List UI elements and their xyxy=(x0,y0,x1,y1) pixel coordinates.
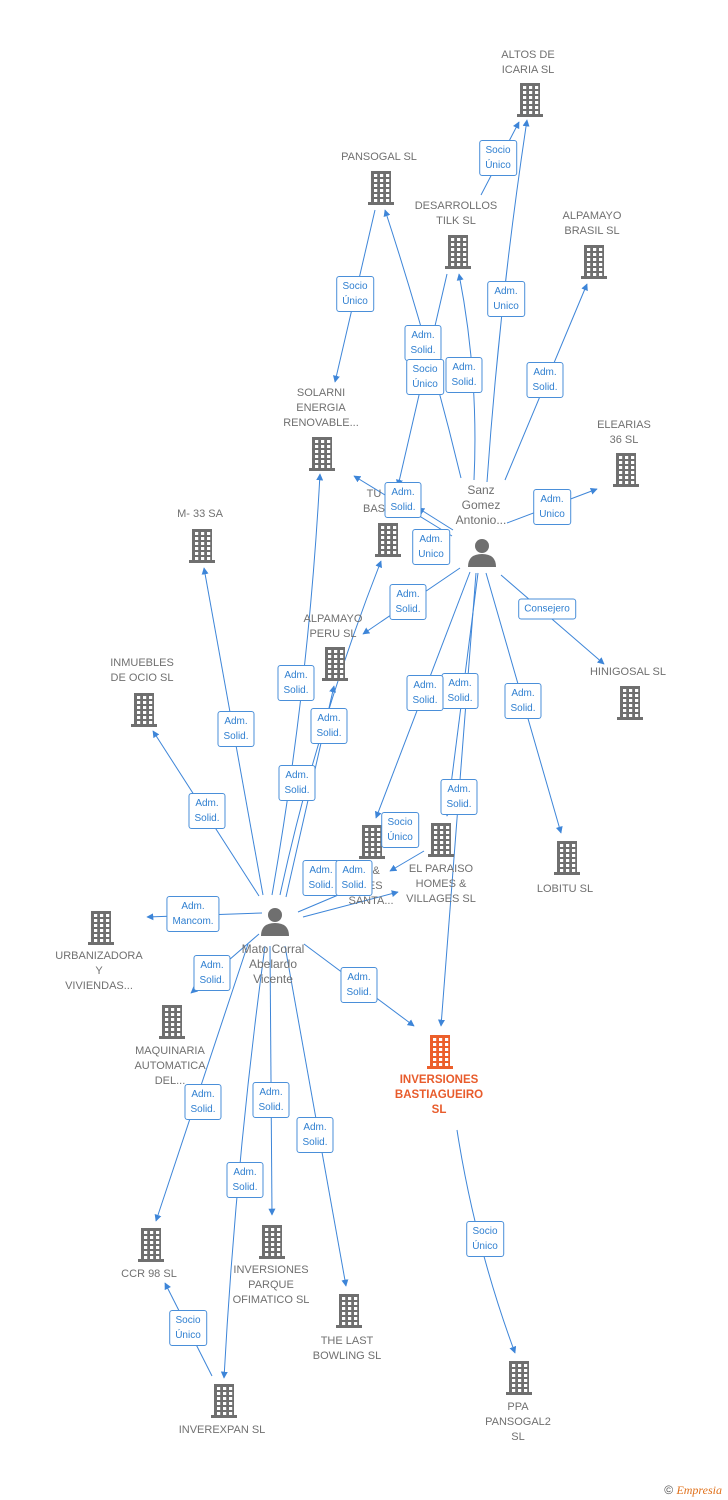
edge-label-mato-to-inmuebles[interactable]: Adm. Solid. xyxy=(188,793,226,829)
edge-label-mato-to-homes_villages_santa[interactable]: Adm. Solid. xyxy=(302,860,340,896)
node-label-elearias[interactable]: ELEARIAS 36 SL xyxy=(597,419,651,446)
edge-label-desarrollos-to-altos[interactable]: Socio Único xyxy=(479,140,517,176)
node-label-inmuebles[interactable]: INMUEBLES DE OCIO SL xyxy=(110,657,174,684)
node-label-ppa[interactable]: PPA PANSOGAL2 SL xyxy=(485,1401,551,1443)
edge-label-sanz-to-hinigosal[interactable]: Consejero xyxy=(518,598,576,620)
edge-sanz-to-hinigosal xyxy=(500,574,605,665)
building-icon-inmuebles[interactable] xyxy=(131,693,157,727)
building-icon-inverexpan[interactable] xyxy=(211,1384,237,1418)
node-label-el_paraiso[interactable]: EL PARAISO HOMES & VILLAGES SL xyxy=(406,863,476,905)
copyright-symbol: © xyxy=(664,1483,674,1497)
edge-label-sanz-to-homes_villages_santa[interactable]: Adm. Solid. xyxy=(406,675,444,711)
nodes-layer xyxy=(88,83,643,1418)
node-label-altos[interactable]: ALTOS DE ICARIA SL xyxy=(501,49,555,76)
edge-label-mato-to-last_bowling[interactable]: Adm. Solid. xyxy=(296,1117,334,1153)
node-label-tu_bas[interactable]: TU BAS xyxy=(362,488,386,515)
node-label-inv_parque[interactable]: INVERSIONES PARQUE OFIMATICO SL xyxy=(232,1264,310,1306)
edge-label-mato-to-inversiones_bast[interactable]: Adm. Solid. xyxy=(340,967,378,1003)
edge-label-mato-to-inv_parque[interactable]: Adm. Solid. xyxy=(252,1082,290,1118)
edge-label-mato-to-ccr98[interactable]: Adm. Solid. xyxy=(184,1084,222,1120)
footer: © Empresia xyxy=(664,1483,722,1498)
node-label-maquinaria[interactable]: MAQUINARIA AUTOMATICA DEL... xyxy=(134,1045,206,1087)
node-label-sanz[interactable]: Sanz Gomez Antonio... xyxy=(455,483,507,527)
node-label-solarni[interactable]: SOLARNI ENERGIA RENOVABLE... xyxy=(283,387,359,429)
building-icon-inversiones_bast[interactable] xyxy=(427,1035,453,1069)
building-icon-solarni[interactable] xyxy=(309,437,335,471)
building-icon-homes_villages_santa[interactable] xyxy=(359,825,385,859)
node-label-alpamayo_peru[interactable]: ALPAMAYO PERU SL xyxy=(303,613,363,640)
node-label-lobitu[interactable]: LOBITU SL xyxy=(536,883,594,895)
node-label-hinigosal[interactable]: HINIGOSAL SL xyxy=(589,666,667,678)
building-icon-maquinaria[interactable] xyxy=(159,1005,185,1039)
edge-label-mato-to-inverexpan[interactable]: Adm. Solid. xyxy=(226,1162,264,1198)
building-icon-lobitu[interactable] xyxy=(554,841,580,875)
edge-label-mato-to-el_paraiso[interactable]: Adm. Solid. xyxy=(335,860,373,896)
edge-el_paraiso-to-homes_villages_santa xyxy=(389,850,425,872)
edge-label-sanz-to-solarni[interactable]: Adm. Unico xyxy=(412,529,450,565)
node-label-m33[interactable]: M- 33 SA xyxy=(177,508,223,520)
building-icon-inv_parque[interactable] xyxy=(259,1225,285,1259)
building-icon-altos[interactable] xyxy=(517,83,543,117)
edge-label-sanz-to-lobitu[interactable]: Adm. Solid. xyxy=(504,683,542,719)
building-icon-tu_bas[interactable] xyxy=(375,523,401,557)
node-label-inverexpan[interactable]: INVEREXPAN SL xyxy=(178,1424,266,1436)
edge-label-sanz-to-tu_bas[interactable]: Adm. Solid. xyxy=(384,482,422,518)
node-label-inversiones_bast[interactable]: INVERSIONES BASTIAGUEIRO SL xyxy=(394,1074,484,1116)
edge-label-inverexpan-to-ccr98[interactable]: Socio Único xyxy=(169,1310,207,1346)
edge-label-el_paraiso-to-homes_villages_santa[interactable]: Socio Único xyxy=(381,812,419,848)
edge-label-inversiones_bast-to-ppa[interactable]: Socio Único xyxy=(466,1221,504,1257)
node-label-desarrollos[interactable]: DESARROLLOS TILK SL xyxy=(414,200,498,227)
edge-label-mato-to-maquinaria[interactable]: Adm. Solid. xyxy=(193,955,231,991)
edge-label-mato-to-tu_bas[interactable]: Adm. Solid. xyxy=(277,665,315,701)
edge-label-sanz-to-alpamayo_peru[interactable]: Adm. Solid. xyxy=(389,584,427,620)
node-label-urbanizadora[interactable]: URBANIZADORA Y VIVIENDAS... xyxy=(55,950,143,992)
edge-sanz-to-tu_bas xyxy=(417,507,454,531)
node-label-last_bowling[interactable]: THE LAST BOWLING SL xyxy=(312,1335,382,1362)
edge-label-sanz-to-elearias[interactable]: Adm. Unico xyxy=(533,489,571,525)
edge-mato-to-inverexpan xyxy=(220,945,266,1379)
edge-label-sanz-to-el_paraiso[interactable]: Adm. Solid. xyxy=(441,673,479,709)
building-icon-desarrollos[interactable] xyxy=(445,235,471,269)
building-icon-hinigosal[interactable] xyxy=(617,686,643,720)
edges-layer xyxy=(146,119,605,1379)
building-icon-ppa[interactable] xyxy=(506,1361,532,1395)
building-icon-alpamayo_peru[interactable] xyxy=(322,647,348,681)
edge-mato-to-inv_parque xyxy=(268,945,276,1216)
building-icon-el_paraiso[interactable] xyxy=(428,823,454,857)
building-icon-m33[interactable] xyxy=(189,529,215,563)
edge-label-sanz-to-pansogal[interactable]: Adm. Solid. xyxy=(404,325,442,361)
edge-label-sanz-to-alpamayo_brasil[interactable]: Adm. Solid. xyxy=(526,362,564,398)
building-icon-alpamayo_brasil[interactable] xyxy=(581,245,607,279)
building-icon-last_bowling[interactable] xyxy=(336,1294,362,1328)
person-icon-sanz[interactable] xyxy=(468,539,496,567)
edge-mato-to-ccr98 xyxy=(154,943,249,1222)
edge-label-mato-to-urbanizadora[interactable]: Adm. Mancom. xyxy=(166,896,220,932)
edge-label-mato-to-m33[interactable]: Adm. Solid. xyxy=(217,711,255,747)
edge-label-pansogal-to-solarni[interactable]: Socio Único xyxy=(336,276,374,312)
edge-label-desarrollos-to-tu_bas[interactable]: Socio Único xyxy=(406,359,444,395)
building-icon-urbanizadora[interactable] xyxy=(88,911,114,945)
edge-label-mato-to-solarni[interactable]: Adm. Solid. xyxy=(278,765,316,801)
building-icon-ccr98[interactable] xyxy=(138,1228,164,1262)
building-icon-elearias[interactable] xyxy=(613,453,639,487)
node-label-pansogal[interactable]: PANSOGAL SL xyxy=(341,151,417,163)
node-label-mato[interactable]: Mato Corral Abelardo Vicente xyxy=(241,942,305,986)
edge-mato-to-el_paraiso xyxy=(302,890,399,918)
brand-logo[interactable]: Empresia xyxy=(676,1483,722,1497)
edge-label-sanz-to-altos[interactable]: Adm. Unico xyxy=(487,281,525,317)
node-label-ccr98[interactable]: CCR 98 SL xyxy=(121,1268,177,1280)
node-label-alpamayo_brasil[interactable]: ALPAMAYO BRASIL SL xyxy=(562,210,622,237)
edge-label-sanz-to-inversiones_bast[interactable]: Adm. Solid. xyxy=(440,779,478,815)
person-icon-mato[interactable] xyxy=(261,908,289,936)
edge-mato-to-last_bowling xyxy=(284,945,349,1287)
building-icon-pansogal[interactable] xyxy=(368,171,394,205)
edge-label-mato-to-alpamayo_peru[interactable]: Adm. Solid. xyxy=(310,708,348,744)
edge-label-sanz-to-desarrollos[interactable]: Adm. Solid. xyxy=(445,357,483,393)
